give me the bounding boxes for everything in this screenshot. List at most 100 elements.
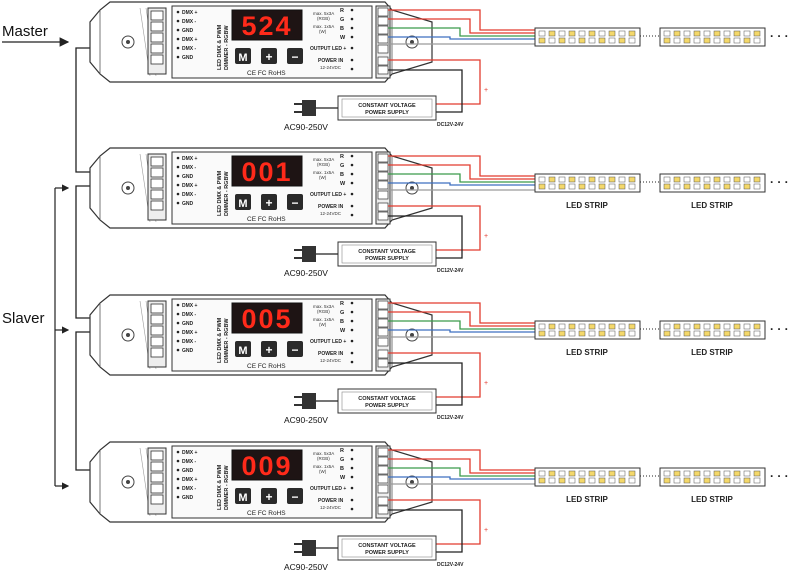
led-chip	[538, 183, 546, 190]
terminal-dots	[176, 156, 180, 205]
channel-label-g: G	[340, 163, 344, 169]
minus-button[interactable]	[287, 194, 303, 210]
led-strip-2	[659, 467, 766, 487]
minus-button[interactable]	[287, 488, 303, 504]
led-strip-1	[534, 320, 641, 340]
slaver-callout: Slaver	[2, 184, 70, 490]
led-chip	[703, 30, 711, 37]
minus-button[interactable]	[287, 48, 303, 64]
controller-title-line2: DIMMER - RGBW	[224, 171, 230, 216]
led-chip	[663, 330, 671, 337]
plus-button[interactable]	[261, 194, 277, 210]
led-chip	[693, 176, 701, 183]
led-chip	[693, 330, 701, 337]
led-chip	[733, 330, 741, 337]
led-chip	[548, 37, 556, 44]
strip-continuation: · · ·	[770, 322, 789, 336]
terminal-label: DMX +	[182, 37, 198, 43]
minus-button[interactable]	[287, 341, 303, 357]
terminal-label: GND	[182, 348, 194, 354]
wire-blue	[388, 476, 535, 480]
led-chip	[588, 37, 596, 44]
led-chip	[588, 330, 596, 337]
led-chip	[663, 37, 671, 44]
terminal-label: DMX +	[182, 156, 198, 162]
address-display	[231, 302, 303, 334]
led-chip	[538, 176, 546, 183]
address-display	[231, 155, 303, 187]
plus-button-label: +	[265, 490, 272, 504]
polarity-plus: +	[484, 233, 488, 240]
led-chip	[608, 323, 616, 330]
power-in-label: POWER IN	[318, 58, 344, 64]
led-chip	[628, 30, 636, 37]
led-chip	[578, 470, 586, 477]
plus-button[interactable]	[261, 341, 277, 357]
led-chip	[713, 30, 721, 37]
controller-title-line1: LED DMX & PWM	[217, 170, 223, 216]
power-supply-line2: POWER SUPPLY	[365, 403, 409, 409]
led-chip	[663, 183, 671, 190]
led-strip-2	[659, 27, 766, 47]
led-chip	[723, 477, 731, 484]
plus-button[interactable]	[261, 48, 277, 64]
mounting-hole	[126, 480, 130, 484]
mode-button[interactable]	[235, 194, 251, 210]
channel-label-b: B	[340, 172, 344, 178]
address-display-digits: 009	[241, 451, 292, 481]
power-in-label: POWER IN	[318, 204, 344, 210]
plus-button[interactable]	[261, 488, 277, 504]
power-supply	[337, 388, 437, 414]
wire-red-positive	[388, 155, 535, 177]
address-display	[231, 9, 303, 41]
mode-button[interactable]	[235, 488, 251, 504]
led-chip	[598, 477, 606, 484]
led-chip	[628, 176, 636, 183]
led-chip	[673, 37, 681, 44]
led-chip	[743, 470, 751, 477]
led-chip	[628, 477, 636, 484]
led-chip	[723, 330, 731, 337]
led-chip	[743, 183, 751, 190]
led-chip	[683, 470, 691, 477]
led-chip	[683, 176, 691, 183]
wire-red	[388, 311, 535, 327]
led-strip-label-1: LED STRIP	[566, 495, 608, 504]
led-chip	[598, 30, 606, 37]
power-supply-line2: POWER SUPPLY	[365, 550, 409, 556]
led-chip	[608, 470, 616, 477]
led-chip	[733, 477, 741, 484]
minus-button-label: −	[291, 50, 298, 64]
wire-green	[388, 27, 535, 37]
led-chip	[618, 37, 626, 44]
ac-plug-icon	[302, 393, 316, 409]
mounting-hole	[121, 181, 135, 195]
output-led-label: OUTPUT LED +	[310, 192, 346, 198]
mode-button[interactable]	[235, 48, 251, 64]
mounting-hole	[121, 35, 135, 49]
power-supply-line1: CONSTANT VOLTAGE	[358, 543, 416, 549]
led-chip	[588, 323, 596, 330]
led-chip	[693, 30, 701, 37]
certification-marks: CE FC RoHS	[247, 70, 286, 77]
power-wire-black	[388, 69, 463, 113]
mounting-hole	[410, 186, 414, 190]
led-chip	[598, 323, 606, 330]
led-chip	[628, 183, 636, 190]
power-supply-line2: POWER SUPPLY	[365, 256, 409, 262]
led-chip	[693, 37, 701, 44]
led-chip	[743, 477, 751, 484]
led-chip	[578, 30, 586, 37]
channel-label-b: B	[340, 466, 344, 472]
mode-button[interactable]	[235, 341, 251, 357]
led-chip	[558, 37, 566, 44]
power-wire-black	[388, 215, 463, 259]
output-terminal-screws	[377, 300, 389, 368]
power-supply-inner	[341, 98, 433, 118]
output-terminal-screws	[377, 7, 389, 75]
power-supply-line1: CONSTANT VOLTAGE	[358, 396, 416, 402]
led-chip	[548, 477, 556, 484]
led-chip	[618, 30, 626, 37]
terminal-label: DMX +	[182, 183, 198, 189]
terminal-label: DMX -	[182, 312, 197, 318]
